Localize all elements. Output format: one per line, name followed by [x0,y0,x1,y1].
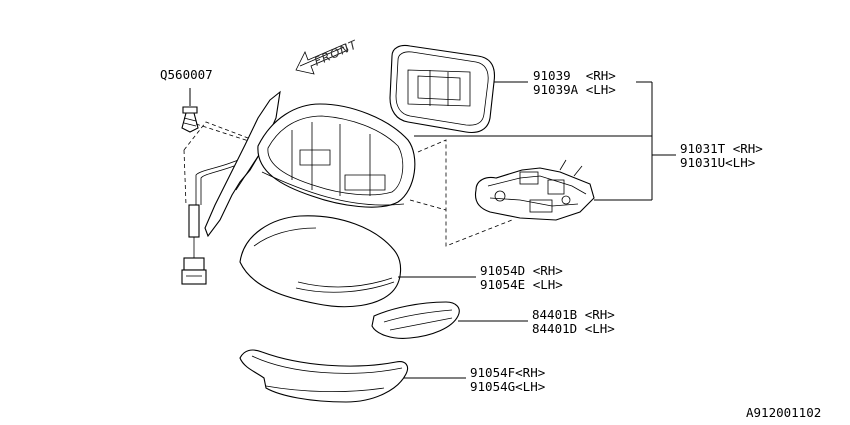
part-number: 91054F [470,365,516,380]
part-label-91054f: 91054F<RH> [470,366,545,380]
part-variant: <RH> [584,307,615,322]
part-number: 91039 [533,68,571,83]
leader-lines [398,81,676,379]
part-label-91039a: 91039A <LH> [533,83,616,97]
part-label-91031u: 91031U<LH> [680,156,755,170]
part-number: 84401D [532,321,578,336]
part-variant: <LH> [584,321,615,336]
bolt-q560007 [181,88,256,144]
turn-signal-lamp [371,301,460,339]
part-number: 91039A [533,82,579,97]
part-label-91054g: 91054G<LH> [470,380,545,394]
wire-harness [181,121,249,285]
part-number: 91031T [680,141,726,156]
part-variant: <LH> [515,379,546,394]
mirror-cover [239,215,402,308]
part-number: 91054D [480,263,526,278]
part-label-91039: 91039 <RH> [533,69,616,83]
part-variant: <RH> [532,263,563,278]
part-number: 84401B [532,307,578,322]
mirror-actuator [474,159,595,221]
mirror-glass [389,44,496,134]
part-label-84401b: 84401B <RH> [532,308,615,322]
part-label-91054d: 91054D <RH> [480,264,563,278]
part-label-84401d: 84401D <LH> [532,322,615,336]
part-variant: <LH> [585,82,616,97]
part-variant: <RH> [585,68,616,83]
drawing-number: A912001102 [746,405,822,420]
part-variant: <RH> [515,365,546,380]
part-variant: <LH> [725,155,756,170]
mirror-base [204,90,416,238]
part-number: 91031U [680,155,726,170]
part-variant: <RH> [732,141,763,156]
assembly-guides [409,139,513,247]
lower-cover [239,349,409,403]
part-label-91031t: 91031T <RH> [680,142,763,156]
bolt-part-number: Q560007 [160,67,213,82]
part-variant: <LH> [532,277,563,292]
part-label-91054e: 91054E <LH> [480,278,563,292]
front-arrow-icon [295,43,349,75]
part-number: 91054E [480,277,526,292]
part-number: 91054G [470,379,516,394]
